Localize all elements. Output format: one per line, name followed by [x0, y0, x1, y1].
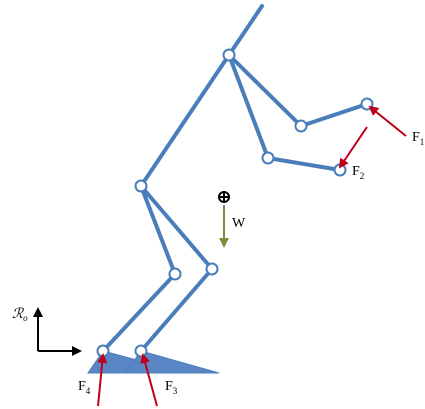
- force-arrow-f3: [140, 353, 158, 407]
- center-of-mass-icon: [218, 191, 230, 203]
- joint-elbow-1: [294, 119, 308, 133]
- joint-elbow-2: [261, 151, 275, 165]
- joint-shoulder: [222, 48, 236, 62]
- force-arrow-f4: [97, 353, 108, 407]
- label-frame-sub: o: [23, 313, 28, 323]
- label-f3: F3: [165, 379, 178, 396]
- upper-arm-1: [227, 53, 303, 128]
- label-f1: F1: [412, 130, 424, 147]
- label-frame-main: ℛ: [12, 307, 24, 322]
- label-f4: F4: [78, 379, 91, 396]
- label-f1-sub: 1: [420, 137, 425, 147]
- joint-knee-2: [205, 262, 219, 276]
- label-f4-main: F: [78, 379, 86, 394]
- shin-1: [101, 272, 177, 353]
- upper-arm-2: [227, 53, 270, 160]
- shin-2: [139, 267, 214, 353]
- thigh-2: [139, 184, 214, 271]
- joint-ankle-2: [134, 344, 148, 358]
- reference-frame: [33, 307, 82, 356]
- force-arrow-f1: [368, 105, 407, 137]
- label-f4-sub: 4: [86, 386, 91, 396]
- label-f2-main: F: [352, 164, 360, 179]
- thigh-1: [139, 184, 177, 276]
- neck-segment: [227, 4, 264, 57]
- joint-hip: [134, 179, 148, 193]
- forearm-2: [266, 156, 342, 172]
- label-f2: F2: [352, 164, 364, 181]
- forearm-1: [299, 102, 369, 128]
- skeleton: [101, 4, 369, 353]
- label-f1-main: F: [412, 130, 420, 145]
- label-f3-sub: 3: [173, 386, 178, 396]
- label-frame: ℛo: [12, 307, 28, 323]
- label-f2-sub: 2: [360, 171, 365, 181]
- force-arrow-f2: [338, 126, 368, 169]
- joint-ankle-1: [96, 344, 110, 358]
- torso-segment: [139, 53, 231, 188]
- label-weight: W: [232, 216, 246, 231]
- joint-knee-1: [168, 267, 182, 281]
- label-f3-main: F: [165, 379, 173, 394]
